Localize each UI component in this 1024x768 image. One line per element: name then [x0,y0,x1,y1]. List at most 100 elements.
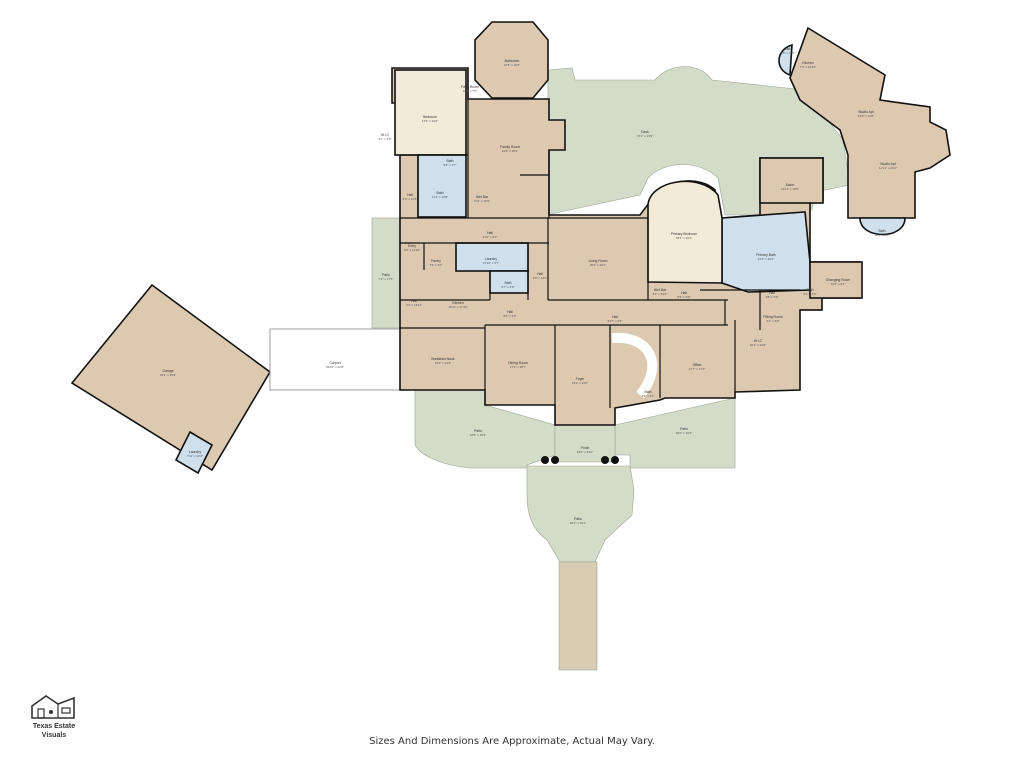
room-dimension-hall-e2: 4'8" x 5'6" [765,295,778,299]
room-label-garage: Garage [162,369,173,373]
room-dimension-hall-s: 63'7" x 6'9" [608,319,623,323]
room-dimension-garage: 33'1" x 35'9" [160,373,176,377]
bathroom-round [474,21,549,99]
porch-column [611,456,619,464]
studio-complex [789,26,951,219]
room-label-living: Living Room [589,259,608,263]
room-label-bath-s: Bath [645,390,652,394]
room-label-changing: Changing Room [826,278,851,282]
room-label-bath-c: Bath [505,281,512,285]
staircase [611,332,658,399]
bedroom [394,69,467,156]
room-label-wic-nw: W.I.C [381,133,390,137]
room-label-wic-e: W.I.C [754,339,763,343]
room-label-patio-sw: Patio [474,429,482,433]
room-dimension-patio-s: 26'3" x 29'1" [570,521,586,525]
room-dimension-foyer: 19'3" x 24'0" [572,381,588,385]
room-label-kitchen-ne: Kitchen [802,61,813,65]
room-label-bath-e: Bath [807,288,814,292]
room-label-carport: Carport [329,361,340,365]
disclaimer: Sizes And Dimensions Are Approximate, Ac… [369,736,655,747]
room-dimension-wic-e: 16'1" x 24'9" [750,343,766,347]
room-dimension-office: 17'7" x 17'2" [689,367,705,371]
room-dimension-laundry-g: 7'11" x 10'4" [187,454,203,458]
house-sketch-icon [28,690,80,742]
room-label-studio-2: Studio Apt [880,162,896,166]
room-dimension-deck: 73'2" x 33'9" [637,134,653,138]
room-dimension-bedroom: 17'6" x 24'2" [422,119,438,123]
room-dimension-bath-nw: 11'4" x 15'8" [432,195,448,199]
room-label-bath-ne: Bath [785,47,792,51]
room-label-primary-bed: Primary Bedroom [671,232,698,236]
room-dimension-studio-1: 19'0" x 24'8" [858,114,874,118]
room-dimension-bath-ne2: 10'2" x 5'6" [875,233,890,237]
room-label-hall-k: Hall [507,310,513,314]
room-label-bathroom-top: Bathroom [505,59,520,63]
room-dimension-hall-k: 8'0" x 4'5" [503,314,516,318]
room-dimension-patio-w: 7'1" x 17'6" [379,277,394,281]
room-label-family: Family Room [500,145,520,149]
room-label-hall-e2: Hall [769,291,775,295]
room-label-hall-nw: Hall [407,193,413,197]
room-dimension-wet-bar-c: 5'1" x 5'10" [653,292,668,296]
patio-south [526,465,635,563]
room-dimension-bath-c: 6'7" x 5'9" [501,285,514,289]
room-dimension-porch: 10'0" x 9'10" [577,450,593,454]
room-label-hall-s: Hall [612,315,618,319]
room-label-hall-n: Hall [487,231,493,235]
room-label-laundry-g: Laundry [189,450,202,454]
room-dimension-wic-nw: 5'1" x 6'5" [378,137,391,141]
room-label-deck: Deck [641,130,649,134]
room-dimension-carport: 39'10" x 22'8" [326,365,344,369]
room-dimension-hall-c: 3'9" x 14'0" [533,276,548,280]
room-dimension-studio-2: 12'11" x 29'2" [879,166,897,170]
patio-west [371,217,402,329]
room-label-fitting: Fitting Room [763,315,782,319]
room-dimension-primary-bath: 21'5" x 19'4" [758,257,774,261]
room-label-bath-ne2: Bath [879,229,886,233]
room-dimension-bath-s: 4'9" x 4'1" [641,394,654,398]
room-label-laundry: Laundry [485,257,498,261]
room-dimension-bath-nw-small: 5'8" x 4'7" [443,163,456,167]
carport [269,328,401,391]
room-label-studio-1: Studio Apt [858,110,874,114]
room-label-breakfast: Breakfast Nook [431,357,454,361]
walkway [558,561,598,671]
room-dimension-hall-nw: 4'3" x 12'5" [403,197,418,201]
room-label-primary-bath: Primary Bath [756,253,776,257]
room-dimension-wet-bar-n: 7'11" x 10'9" [474,199,490,203]
room-label-patio-w: Patio [382,273,390,277]
room-label-hall-w: Hall [411,299,417,303]
room-label-patio-room: Patio Room [461,85,479,89]
room-dimension-laundry: 17'10" x 6'7" [483,261,499,265]
garage-laundry [174,430,214,475]
primary-bath [721,211,811,293]
bath-ne2 [859,217,906,236]
porch-column [551,456,559,464]
room-dimension-hall-e1: 5'5" x 6'0" [677,295,690,299]
room-dimension-hall-w: 4'4" x 13'11" [406,303,422,307]
brand-name: Texas Estate Visuals [32,723,76,739]
room-dimension-kitchen: 16'11" x 17'10" [448,305,468,309]
room-dimension-hall-n: 31'3" x 6'0" [483,235,498,239]
room-dimension-entry: 6'5" x 12'10" [404,248,420,252]
primary-bedroom [647,180,723,284]
room-dimension-salon: 14'11" x 13'5" [781,187,799,191]
room-label-porch: Porch [581,446,590,450]
room-label-dining: Dining Room [508,361,528,365]
room-dimension-bath-ne: 5'8" x 10'0" [781,51,796,55]
porch-column [601,456,609,464]
bath-nw [417,154,467,218]
room-label-hall-e1: Hall [681,291,687,295]
room-label-foyer: Foyer [576,377,586,381]
room-label-entry: Entry [408,244,416,248]
room-label-wet-bar-c: Wet Bar [654,288,667,292]
room-label-patio-s: Patio [574,517,582,521]
room-label-wet-bar-n: Wet Bar [476,195,489,199]
room-label-bedroom: Bedroom [423,115,437,119]
room-dimension-changing: 12'5" x 8'4" [831,282,846,286]
room-dimension-patio-se: 20'0" x 16'4" [676,431,692,435]
room-label-kitchen: Kitchen [452,301,463,305]
room-dimension-patio-room: 11'3" x 7'5" [463,89,478,93]
